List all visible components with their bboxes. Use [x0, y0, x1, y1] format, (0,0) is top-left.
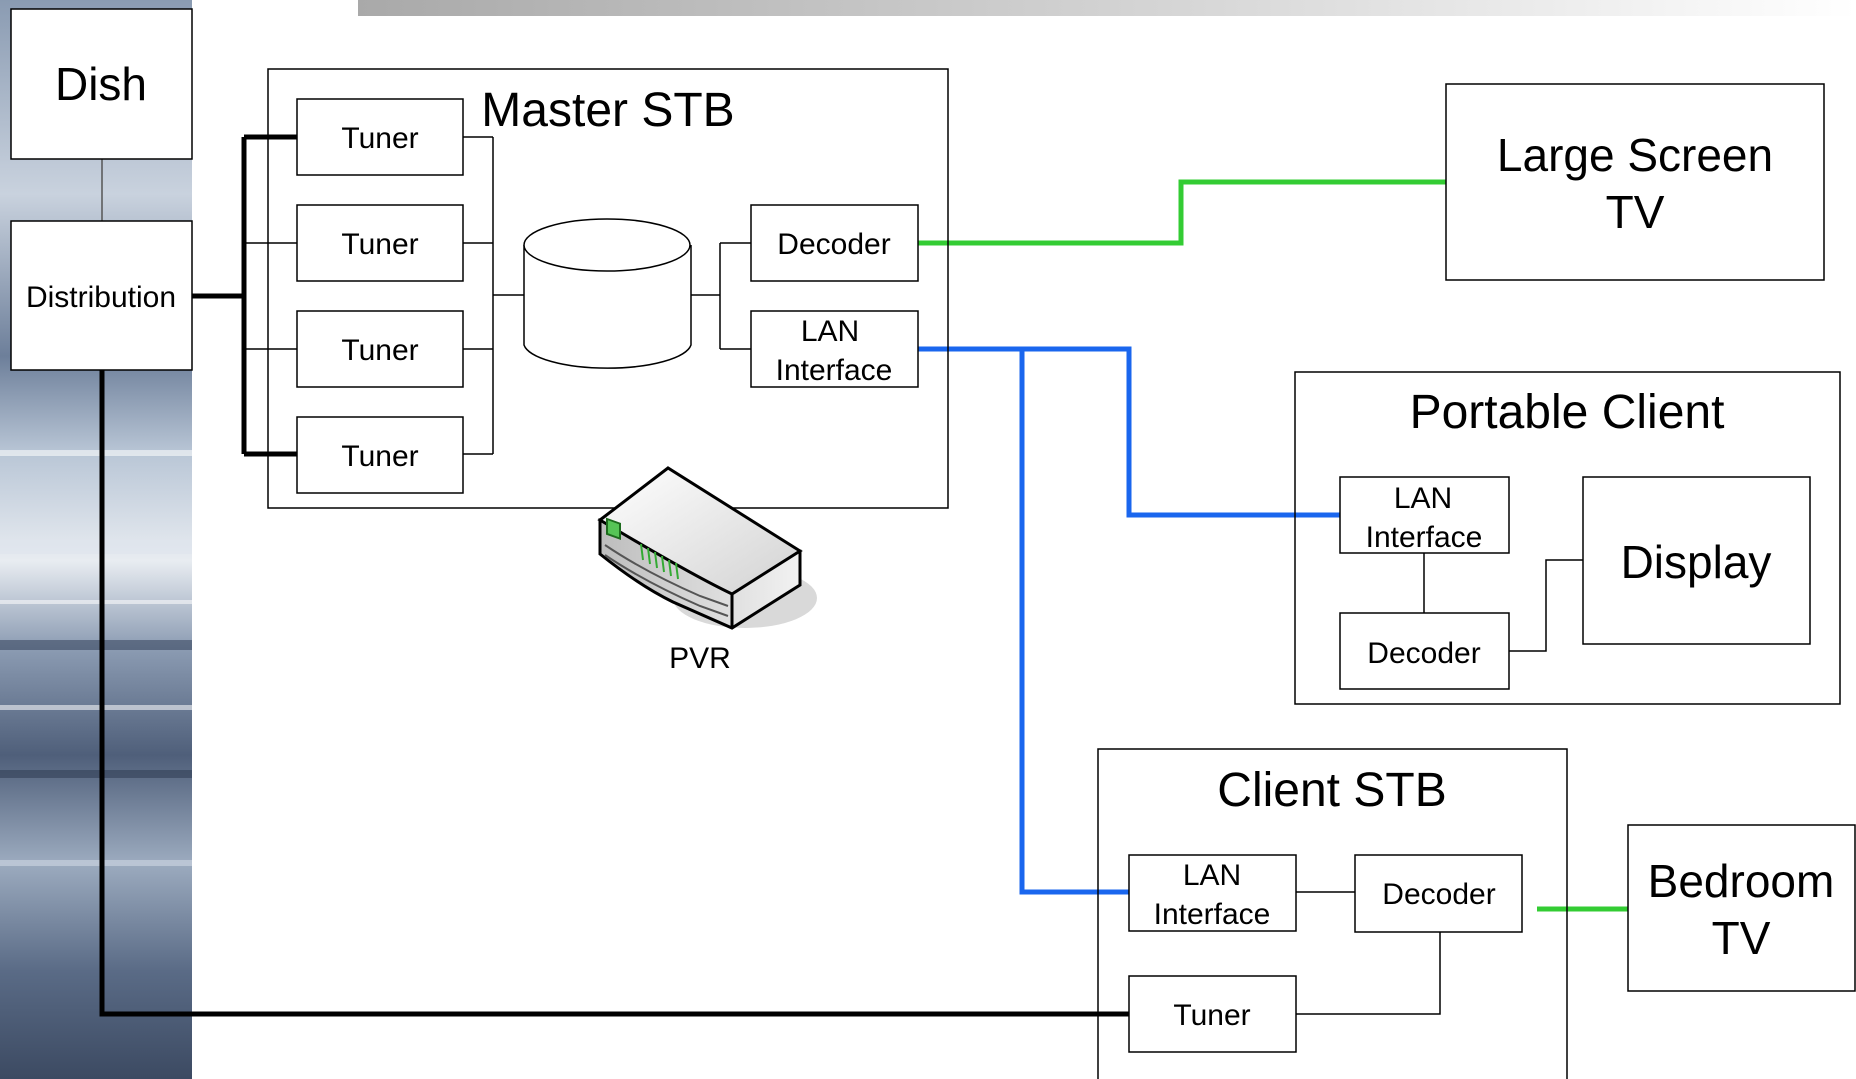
master-lan-to-client-lan	[1019, 349, 1129, 895]
master-lan-to-portable-lan	[918, 346, 1340, 518]
client-stb: Client STB LAN Interface Decoder Tuner	[1097, 748, 1568, 1079]
master-tuner-2[interactable]: Tuner	[296, 204, 464, 282]
master-tuner-4[interactable]: Tuner	[296, 416, 464, 494]
master-lan-interface[interactable]: LAN Interface	[750, 310, 919, 388]
feed-links	[99, 134, 1129, 1017]
client-lan-interface[interactable]: LAN Interface	[1128, 854, 1297, 932]
portable-lan-interface[interactable]: LAN Interface	[1339, 476, 1510, 554]
distribution-label: Distribution	[26, 281, 176, 314]
bedroom-tv-label-line2: TV	[1712, 912, 1771, 964]
bedroom-tv-box[interactable]: Bedroom TV	[1627, 824, 1856, 992]
dish-label: Dish	[55, 58, 147, 110]
video-links	[918, 179, 1628, 912]
client-tuner-label: Tuner	[1173, 999, 1250, 1032]
storage-cylinder-icon	[523, 218, 692, 369]
client-decoder-label: Decoder	[1382, 878, 1495, 911]
master-tuner-2-label: Tuner	[341, 228, 418, 261]
large-screen-tv-label-line1: Large Screen	[1497, 129, 1773, 181]
portable-display-label: Display	[1621, 536, 1772, 588]
bedroom-tv-label-line1: Bedroom	[1648, 855, 1835, 907]
lan-links	[918, 346, 1340, 895]
master-tuner-3-label: Tuner	[341, 334, 418, 367]
distribution-to-client-tuner	[99, 370, 1129, 1017]
client-lan-label-line1: LAN	[1183, 859, 1241, 892]
portable-display[interactable]: Display	[1582, 476, 1811, 645]
master-lan-label-line1: LAN	[801, 315, 859, 348]
master-tuner-1-label: Tuner	[341, 122, 418, 155]
top-gradient-bar	[358, 0, 1856, 16]
master-tuner-4-label: Tuner	[341, 440, 418, 473]
master-tuner-3[interactable]: Tuner	[296, 310, 464, 388]
portable-decoder-label: Decoder	[1367, 637, 1480, 670]
client-tuner[interactable]: Tuner	[1128, 975, 1297, 1053]
portable-lan-label-line2: Interface	[1366, 521, 1483, 554]
pvr-device-icon	[597, 466, 817, 630]
master-stb: Master STB Tuner Tuner Tuner Tuner Decod…	[267, 68, 949, 509]
dish-box[interactable]: Dish	[10, 8, 193, 160]
sidebar-streaks	[0, 450, 192, 866]
distribution-box[interactable]: Distribution	[10, 220, 193, 371]
large-screen-tv-label-line2: TV	[1606, 186, 1665, 238]
portable-decoder[interactable]: Decoder	[1339, 612, 1510, 690]
client-stb-title: Client STB	[1217, 764, 1446, 817]
master-decoder[interactable]: Decoder	[750, 204, 919, 282]
client-decoder[interactable]: Decoder	[1354, 854, 1523, 933]
portable-client-title: Portable Client	[1410, 386, 1725, 439]
client-lan-label-line2: Interface	[1154, 898, 1271, 931]
master-decoder-to-large-tv	[918, 179, 1446, 246]
master-stb-title: Master STB	[481, 84, 734, 137]
portable-client: Portable Client LAN Interface Decoder Di…	[1294, 371, 1841, 705]
left-sidebar-image	[0, 0, 192, 1079]
master-tuner-1[interactable]: Tuner	[296, 98, 464, 176]
master-lan-label-line2: Interface	[776, 354, 893, 387]
portable-lan-label-line1: LAN	[1394, 482, 1452, 515]
master-decoder-label: Decoder	[777, 228, 890, 261]
pvr-label: PVR	[669, 642, 731, 675]
large-screen-tv-box[interactable]: Large Screen TV	[1445, 83, 1825, 281]
internal-links	[463, 136, 1583, 1015]
